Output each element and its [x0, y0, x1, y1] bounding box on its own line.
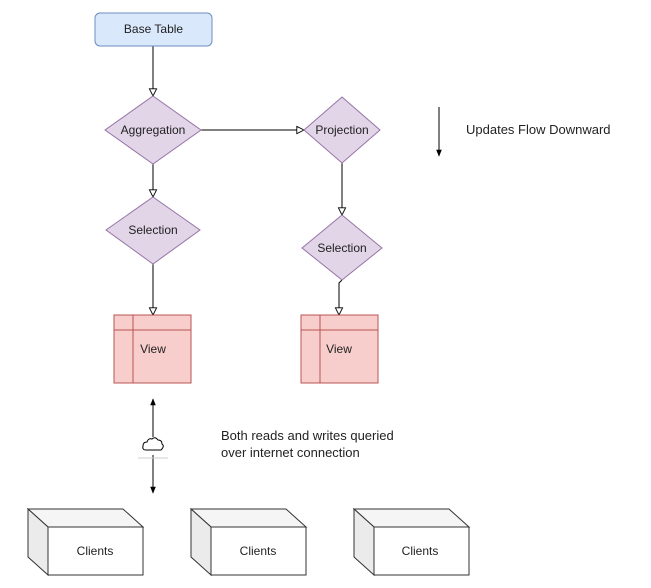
- client-box-1[interactable]: Clients: [26, 507, 145, 577]
- selection-right-label: Selection: [317, 241, 366, 255]
- selection-left-node[interactable]: Selection: [105, 196, 201, 265]
- client-box-3[interactable]: Clients: [352, 507, 471, 577]
- connection-note-line2: over internet connection: [221, 445, 360, 460]
- projection-label: Projection: [315, 123, 368, 137]
- view-right-label: View: [326, 342, 352, 356]
- client-label-3: Clients: [402, 544, 439, 558]
- base-table-label: Base Table: [124, 22, 183, 36]
- aggregation-label: Aggregation: [121, 123, 186, 137]
- flow-direction-note: Updates Flow Downward: [466, 122, 611, 137]
- view-left-label: View: [140, 342, 166, 356]
- base-table-node[interactable]: Base Table: [94, 12, 213, 47]
- projection-node[interactable]: Projection: [303, 96, 381, 164]
- view-right-node[interactable]: View: [300, 314, 379, 384]
- view-left-node[interactable]: View: [113, 314, 192, 384]
- edge-selection-right-to-view-right: [339, 279, 342, 315]
- client-label-2: Clients: [240, 544, 277, 558]
- edges: [153, 46, 442, 494]
- connection-note-line1: Both reads and writes queried: [221, 428, 394, 443]
- cloud-icon: [138, 437, 168, 459]
- aggregation-node[interactable]: Aggregation: [104, 95, 202, 165]
- client-label-1: Clients: [77, 544, 114, 558]
- selection-right-node[interactable]: Selection: [301, 214, 383, 281]
- selection-left-label: Selection: [128, 223, 177, 237]
- client-box-2[interactable]: Clients: [189, 507, 308, 577]
